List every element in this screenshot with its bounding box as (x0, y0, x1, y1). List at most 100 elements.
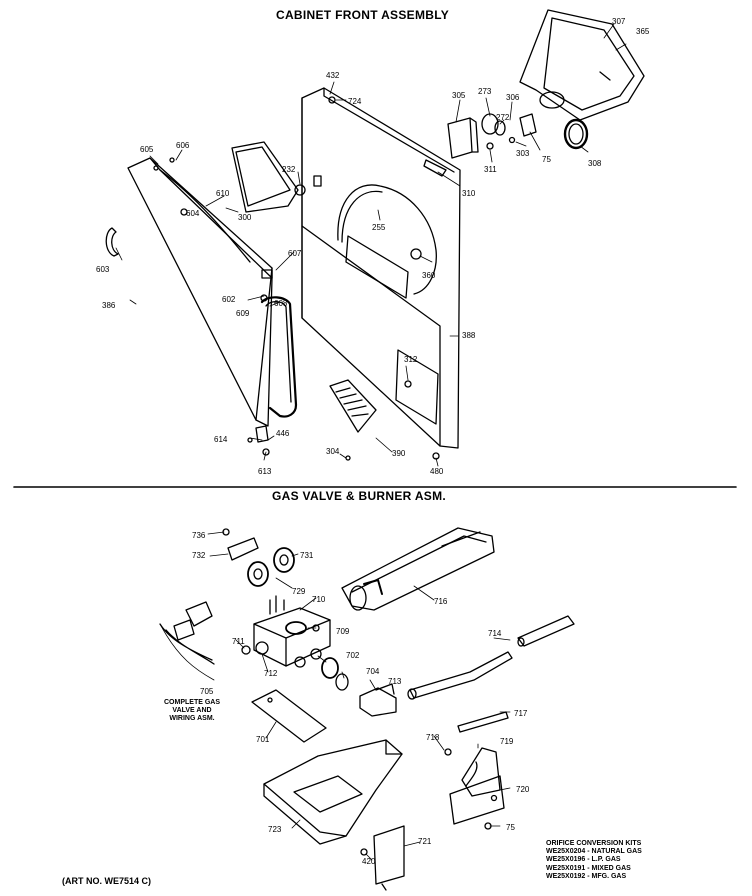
callout: 308 (588, 159, 602, 168)
callout: 605 (140, 145, 154, 154)
callout: 390 (392, 449, 406, 458)
front-bulkhead (519, 9, 645, 121)
callout: 75 (506, 823, 515, 832)
latch-360 (410, 248, 422, 260)
callout: 720 (516, 785, 530, 794)
art-number: (ART NO. WE7514 C) (62, 876, 152, 886)
door-switch (447, 117, 479, 159)
screw-724 (328, 96, 336, 104)
kits-heading: ORIFICE CONVERSION KITS (546, 840, 642, 847)
screw-718 (444, 748, 452, 756)
callout: 610 (216, 189, 230, 198)
kit-line: WE25X0192 - MFG. GAS (546, 872, 627, 880)
valve-bracket (251, 689, 327, 743)
clip-310 (423, 159, 447, 177)
igniter-tube (517, 615, 575, 647)
screw-311 (486, 142, 494, 150)
callout: 420 (362, 857, 376, 866)
cabinet-callouts: 307 365 432 724 305 273 306 272 303 75 3… (96, 17, 650, 476)
callout: 705 (200, 687, 214, 696)
seal-ring (563, 118, 589, 150)
toe-grille (329, 379, 377, 433)
callout: 603 (96, 265, 110, 274)
callout: 306 (506, 93, 520, 102)
note-line: VALVE AND (172, 707, 212, 714)
callout: 273 (478, 87, 492, 96)
callout: 710 (312, 595, 326, 604)
callout: 388 (462, 331, 476, 340)
orifice-702 (321, 657, 339, 679)
note-line: WIRING ASM. (169, 715, 215, 722)
bracket-306 (519, 113, 537, 137)
callout: 729 (292, 587, 306, 596)
callout: 365 (636, 27, 650, 36)
kit-line: WE25X0196 - L.P. GAS (546, 856, 621, 864)
callout: 711 (232, 637, 245, 646)
callout: 232 (282, 165, 296, 174)
callout: 432 (326, 71, 340, 80)
gas-valve (253, 595, 331, 668)
callout: 360 (422, 271, 436, 280)
note-line: COMPLETE GAS (164, 699, 221, 706)
orifice-conversion-kits: ORIFICE CONVERSION KITS WE25X0204 - NATU… (546, 840, 642, 881)
door-panel (127, 157, 298, 427)
callout: 702 (346, 651, 360, 660)
callout: 701 (256, 735, 270, 744)
callout: 736 (192, 531, 206, 540)
lamp-socket (481, 113, 499, 135)
callout: 716 (434, 597, 448, 606)
callout: 606 (176, 141, 190, 150)
callout: 304 (326, 447, 340, 456)
callout: 717 (514, 709, 528, 718)
callout: 305 (452, 91, 466, 100)
front-panel (301, 87, 461, 449)
fitting-704 (335, 673, 349, 691)
callout: 723 (268, 825, 282, 834)
callout: 75 (542, 155, 551, 164)
callout: 446 (276, 429, 290, 438)
callout: 704 (366, 667, 380, 676)
callout: 608 (274, 299, 288, 308)
callout: 718 (426, 733, 440, 742)
flame-sensor (449, 711, 509, 825)
cabinet-section-title: CABINET FRONT ASSEMBLY (276, 8, 450, 22)
elbow-713 (359, 687, 397, 717)
valve-assembly-note: COMPLETE GAS VALVE AND WIRING ASM. (164, 699, 220, 723)
heat-shield (373, 825, 405, 885)
callout: 721 (418, 837, 432, 846)
callout: 714 (488, 629, 502, 638)
screw-420 (360, 848, 368, 856)
door-latch (261, 269, 273, 279)
callout: 712 (264, 669, 278, 678)
callout: 724 (348, 97, 362, 106)
callout: 604 (186, 209, 200, 218)
burner-base (263, 739, 403, 845)
screw-303 (508, 136, 516, 144)
valve-coils (247, 547, 295, 587)
gas-supply-pipe (407, 651, 513, 700)
callout: 614 (214, 435, 228, 444)
callout: 386 (102, 301, 116, 310)
callout: 300 (238, 213, 252, 222)
callout: 609 (236, 309, 250, 318)
wiring-harness (159, 601, 215, 665)
callout: 607 (288, 249, 302, 258)
callout: 311 (484, 165, 497, 174)
callout: 732 (192, 551, 206, 560)
door-handle (105, 227, 119, 257)
kit-line: WE25X0204 - NATURAL GAS (546, 848, 642, 856)
burner-assembly (341, 527, 495, 611)
callout: 731 (300, 551, 314, 560)
kit-line: WE25X0191 - MIXED GAS (546, 864, 631, 872)
callout: 307 (612, 17, 626, 26)
gas-callouts: 736 732 731 729 710 716 711 709 714 712 … (192, 531, 530, 866)
lamp (494, 120, 506, 136)
coil-bracket (227, 537, 259, 561)
callout: 310 (462, 189, 476, 198)
callout: 613 (258, 467, 272, 476)
callout: 255 (372, 223, 386, 232)
gas-section-title: GAS VALVE & BURNER ASM. (272, 489, 447, 503)
callout: 709 (336, 627, 350, 636)
screw-711 (241, 645, 251, 655)
